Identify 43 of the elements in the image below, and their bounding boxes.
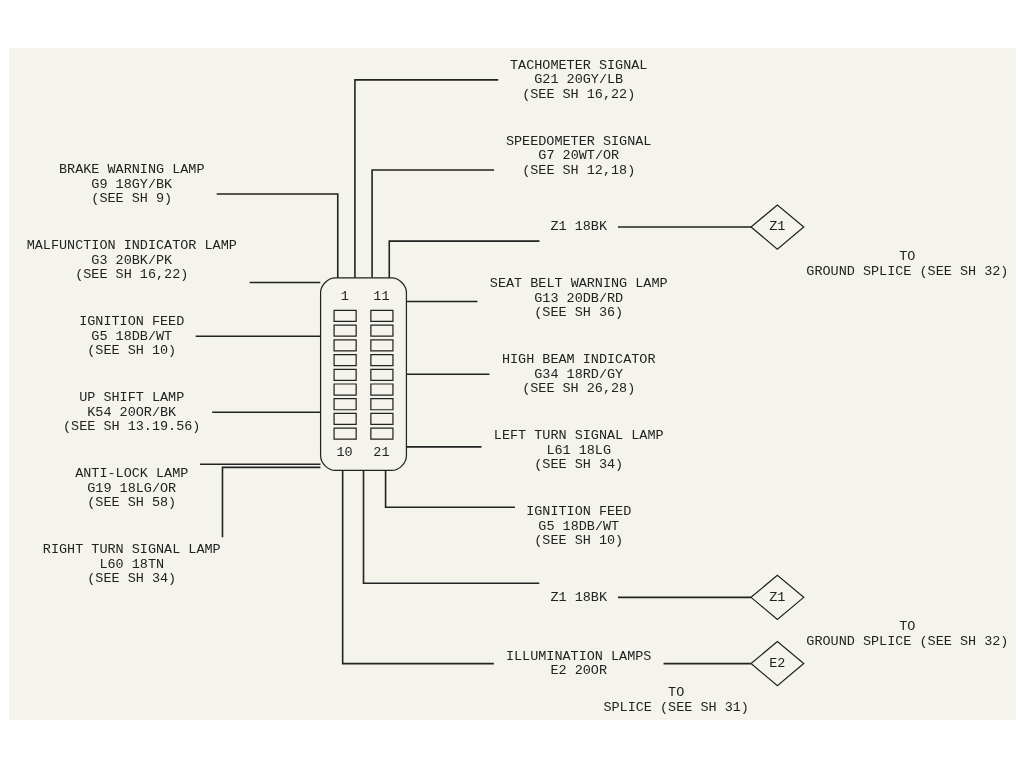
node-text: ILLUMINATION LAMPS E2 20OR xyxy=(505,648,651,679)
connector xyxy=(210,411,321,413)
connector xyxy=(616,226,752,228)
node-diamond: Z1 xyxy=(749,574,805,621)
node-text: SPEEDOMETER SIGNAL G7 20WT/OR (SEE SH 12,18) xyxy=(505,133,651,179)
node-label: TO xyxy=(667,685,684,701)
node-text: LEFT TURN SIGNAL LAMP L61 18LG (SEE SH 34) xyxy=(493,427,664,473)
connector xyxy=(387,240,540,279)
node-text: SEAT BELT WARNING LAMP G13 20DB/RD (SEE SH 36) xyxy=(489,275,668,321)
connector xyxy=(248,281,321,284)
node-text: ANTI-LOCK LAMP G19 18LG/OR (SEE SH 58) xyxy=(74,465,188,511)
node-text: Z1 18BK xyxy=(549,219,607,235)
connector xyxy=(215,193,339,279)
node-text: HIGH BEAM INDICATOR G34 18RD/GY (SEE SH 26,28) xyxy=(501,351,656,397)
connector xyxy=(221,466,321,539)
connector xyxy=(353,79,499,279)
connector xyxy=(362,469,540,585)
connector xyxy=(405,300,478,303)
connector xyxy=(341,469,495,665)
node-label: GROUND SPLICE (SEE SH 32) xyxy=(805,263,1008,279)
node-label: TO xyxy=(898,619,915,635)
node-text: TACHOMETER SIGNAL G21 20GY/LB (SEE SH 16,22) xyxy=(509,57,647,103)
node-diamond: Z1 xyxy=(749,204,805,250)
connector xyxy=(405,373,490,375)
connector xyxy=(198,463,321,466)
node-text: BRAKE WARNING LAMP G9 18GY/BK (SEE SH 9) xyxy=(58,161,204,207)
node-label: TO xyxy=(898,248,915,264)
node-text: IGNITION FEED G5 18DB/WT (SEE SH 10) xyxy=(525,503,631,549)
node-label: SPLICE (SEE SH 31) xyxy=(602,700,749,716)
connector xyxy=(662,662,752,665)
node-text: RIGHT TURN SIGNAL LAMP L60 18TN (SEE SH 34) xyxy=(42,541,221,587)
connector xyxy=(370,169,495,279)
node-diamond: E2 xyxy=(749,640,805,687)
connector xyxy=(384,469,516,509)
connector xyxy=(405,446,482,448)
node-text: UP SHIFT LAMP K54 20OR/BK (SEE SH 13.19.56) xyxy=(62,389,200,435)
node-text: Z1 18BK xyxy=(549,589,607,605)
node-text: IGNITION FEED G5 18DB/WT (SEE SH 10) xyxy=(78,313,184,359)
node-label: GROUND SPLICE (SEE SH 32) xyxy=(805,633,1008,649)
node-text: MALFUNCTION INDICATOR LAMP G3 20BK/PK (SEE SH 16,22) xyxy=(26,237,237,283)
connector xyxy=(194,335,321,337)
connector xyxy=(616,596,752,599)
node-box: 1 11 10 21 xyxy=(319,277,407,472)
